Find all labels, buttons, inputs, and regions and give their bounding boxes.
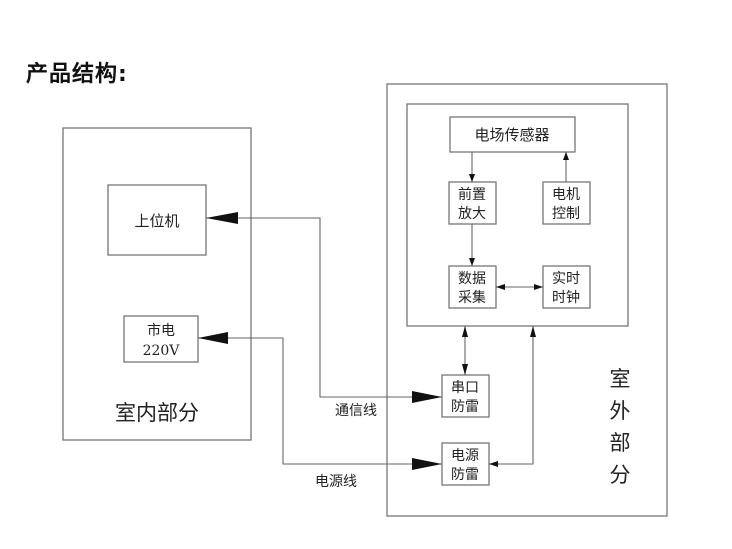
arrowhead — [412, 391, 442, 403]
mains-power-box — [123, 315, 199, 363]
arrowhead — [462, 364, 468, 375]
field-sensor-box — [449, 116, 576, 153]
unit-power-line — [489, 326, 534, 465]
data-acquisition-box — [448, 265, 497, 309]
host-computer-box — [107, 184, 207, 256]
motor-control-box — [542, 181, 591, 225]
power-surge-protector-label-2: 防雷 — [451, 467, 479, 483]
arrowhead — [530, 326, 536, 337]
mains-power-label-1: 市电 — [147, 322, 175, 339]
preamp-label-1: 前置 — [458, 186, 486, 203]
outdoor-label-char-4: 分 — [610, 463, 631, 487]
data-acquisition-label-1: 数据 — [458, 271, 486, 287]
data-acquisition-label-2: 采集 — [458, 289, 486, 306]
arrowhead — [496, 284, 505, 290]
arrowhead — [462, 326, 468, 337]
arrowhead — [469, 174, 475, 182]
field-sensor-label: 电场传感器 — [474, 126, 549, 144]
motor-control-label-1: 电机 — [552, 187, 580, 203]
power-cable-line — [198, 337, 442, 465]
outdoor-label-char-2: 外 — [610, 399, 631, 423]
serial-surge-protector-label-2: 防雷 — [451, 399, 479, 415]
indoor-section-label: 室内部分 — [115, 401, 199, 425]
outdoor-label-char-1: 室 — [610, 367, 631, 391]
rtc-label-1: 实时 — [552, 271, 580, 287]
preamp-label-2: 放大 — [458, 206, 486, 222]
arrowhead — [198, 332, 228, 344]
arrowhead — [563, 152, 569, 160]
rtc-label-2: 时钟 — [552, 289, 580, 306]
power-cable-label: 电源线 — [315, 474, 357, 490]
arrowhead — [534, 284, 543, 290]
motor-control-label-2: 控制 — [552, 206, 580, 222]
arrowhead — [489, 461, 498, 467]
comm-cable-line — [206, 217, 442, 398]
comm-cable-label: 通信线 — [335, 403, 377, 419]
serial-surge-protector-label-1: 串口 — [451, 380, 479, 396]
page-title: 产品结构: — [26, 62, 128, 87]
outdoor-label-char-3: 部 — [610, 431, 631, 455]
arrowhead — [206, 212, 238, 224]
host-computer-label: 上位机 — [134, 212, 179, 230]
mains-power-label-2: 220V — [143, 343, 181, 359]
arrowhead — [469, 258, 475, 266]
arrowhead — [412, 458, 442, 470]
indoor-section-box — [62, 127, 252, 441]
power-surge-protector-label-1: 电源 — [451, 448, 479, 464]
